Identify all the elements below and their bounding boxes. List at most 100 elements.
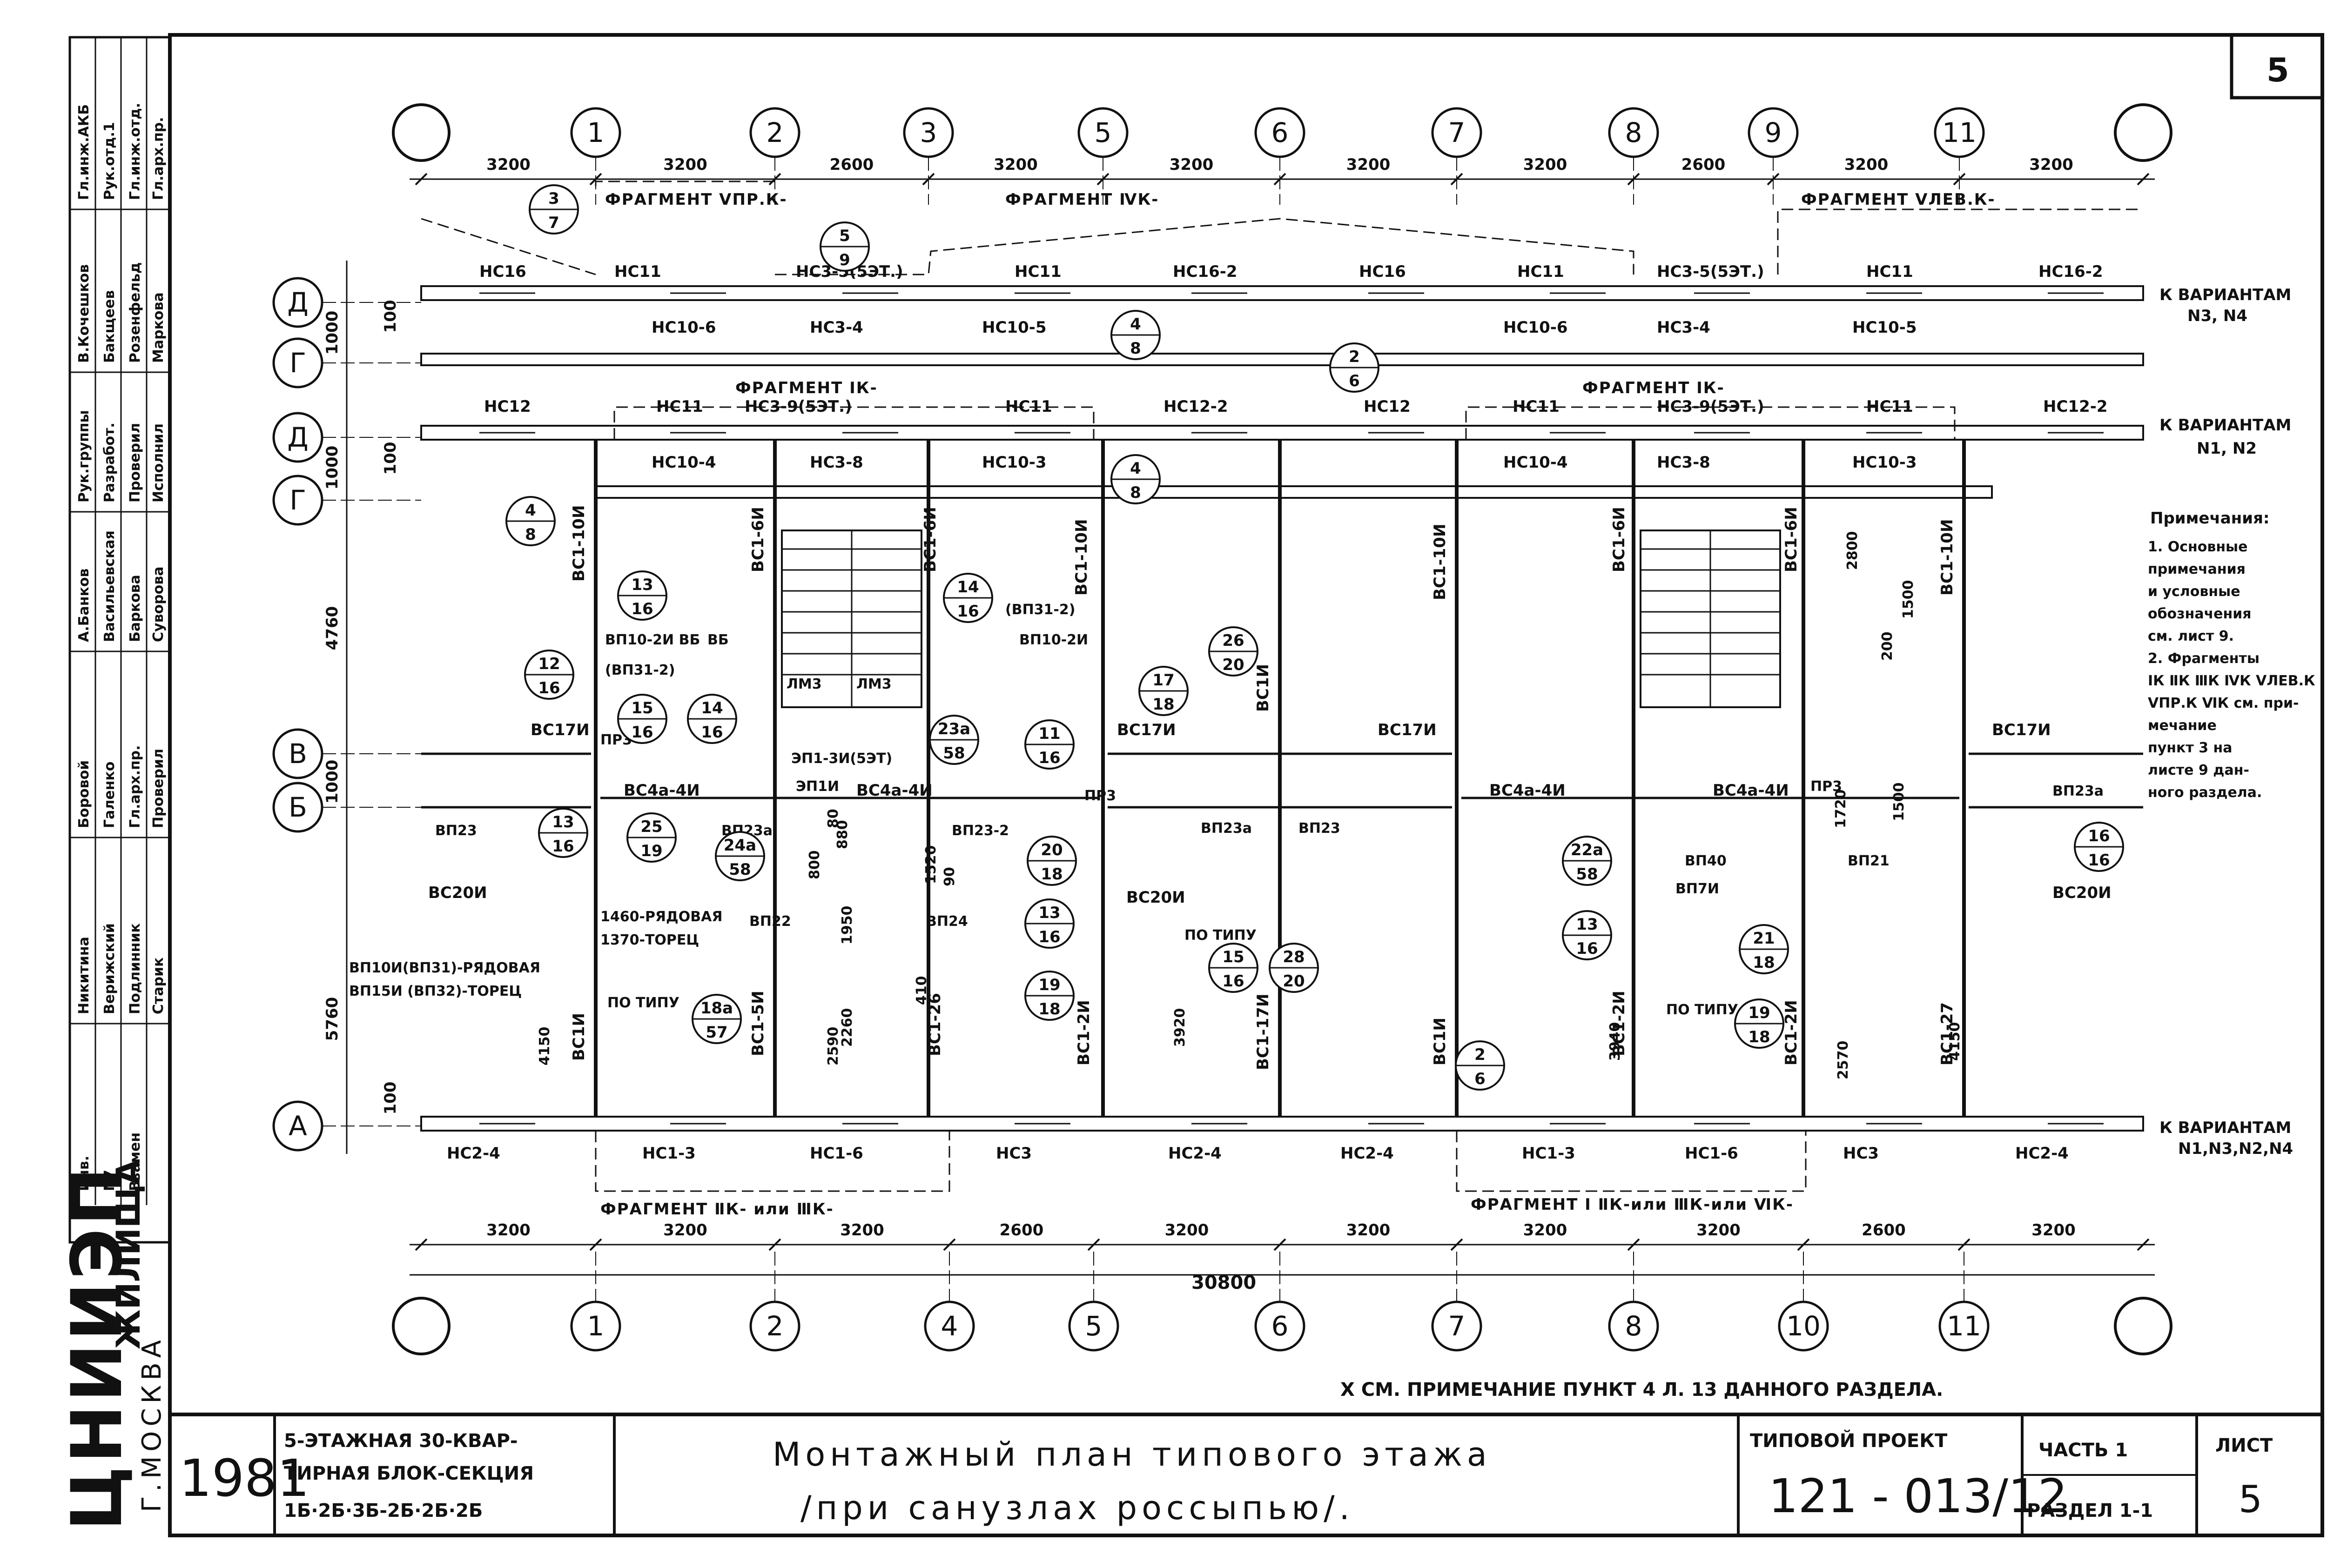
axis-label-bottom: 1 xyxy=(587,1310,605,1342)
slab-label: (ВП31-2) xyxy=(1005,602,1075,618)
callout-bottom: 16 xyxy=(1038,928,1060,946)
variant-3b: N1,N3,N2,N4 xyxy=(2178,1139,2293,1158)
inline-note: 1370-ТОРЕЦ xyxy=(600,932,699,948)
side-stamp-entry: Инв. xyxy=(76,1156,92,1191)
tb-sheet-label: ЛИСТ xyxy=(2215,1435,2273,1456)
org-name: ЦНИИЭП xyxy=(57,1165,138,1531)
panel-label-second: НС3-4 xyxy=(810,318,863,337)
callout-top: 13 xyxy=(552,813,574,831)
inner-dim: 90 xyxy=(942,867,958,886)
inline-note: ПО ТИПУ xyxy=(607,995,679,1011)
panel-label-mid: НС11 xyxy=(1513,397,1560,416)
callout-bottom: 9 xyxy=(839,251,850,269)
callout-bottom: 8 xyxy=(1130,483,1141,502)
side-stamp-entry: Старик xyxy=(150,957,167,1014)
wall-label: ВС1И xyxy=(1254,664,1272,712)
callout-bottom: 16 xyxy=(552,837,574,856)
callout-top: 20 xyxy=(1041,841,1063,859)
panel-label-top: НС11 xyxy=(1015,262,1062,281)
tb-sheet-value: 5 xyxy=(2239,1478,2262,1521)
dim-tick-bottom xyxy=(1797,1238,1810,1251)
panel-label-mid: НС3-9(5ЭТ.) xyxy=(1657,397,1764,416)
axis-label-top: 5 xyxy=(1095,117,1112,148)
notes-line: листе 9 дан- xyxy=(2148,762,2249,778)
callout-bubble: 48 xyxy=(1110,310,1161,360)
dim-bottom-value: 3200 xyxy=(2031,1221,2076,1240)
slab-label: ВБ xyxy=(707,632,729,648)
tb-title: Монтажный план типового этажа xyxy=(773,1435,1492,1474)
dim-tick-bottom xyxy=(1627,1238,1640,1251)
panel-label-mid: НС12 xyxy=(1364,397,1411,416)
notes-line: 2. Фрагменты xyxy=(2148,650,2260,667)
wall-panel xyxy=(595,485,1993,499)
inline-note: ВП15И (ВП32)-ТОРЕЦ xyxy=(349,983,522,999)
fragment-outline xyxy=(421,218,596,275)
axis-label-row: В xyxy=(289,738,307,770)
inner-dim: 2800 xyxy=(1844,531,1861,570)
callout-bottom: 18 xyxy=(1748,1028,1770,1046)
callout-top: 14 xyxy=(701,699,723,717)
inner-dim: 2570 xyxy=(1835,1041,1851,1080)
side-stamp-entry: Разработ. xyxy=(101,422,118,503)
callout-top: 12 xyxy=(538,655,560,673)
axis-label-top: 9 xyxy=(1765,117,1782,148)
dim-tick-top xyxy=(1627,173,1640,186)
slab-label: ВП23 xyxy=(435,823,477,839)
org-sub: ЖИЛИЩА xyxy=(109,1159,148,1349)
slab-label: ВП22 xyxy=(749,913,791,930)
corner-axis-bl xyxy=(392,1297,451,1355)
notes-line: пункт 3 на xyxy=(2148,740,2233,756)
inner-dim: 4150 xyxy=(537,1027,553,1066)
side-stamp-entry: Гл.арх.пр. xyxy=(150,117,167,200)
axis-label-top: 8 xyxy=(1625,117,1642,148)
side-stamp-entry: Суворова xyxy=(150,567,167,642)
callout-top: 13 xyxy=(1038,904,1060,922)
side-stamp-entry: Проверил xyxy=(127,423,143,503)
callout-top: 4 xyxy=(525,501,536,520)
callout-bottom: 6 xyxy=(1474,1070,1486,1088)
panel-label-second: НС10-6 xyxy=(1503,318,1568,337)
side-stamp-entry: Маркова xyxy=(150,292,167,363)
callout-bottom: 18 xyxy=(1152,695,1174,714)
callout-bottom: 57 xyxy=(706,1023,727,1042)
axis-label-top: 11 xyxy=(1942,117,1977,148)
dim-tick-top xyxy=(922,173,935,186)
panel-label-mid: НС12-2 xyxy=(1164,397,1228,416)
slab-label: ЭП1-3И(5ЭТ) xyxy=(791,750,892,767)
fragment-outline xyxy=(1777,208,2143,275)
sheet-border xyxy=(168,33,2324,1537)
side-stamp-entry: В.Кочешков xyxy=(76,264,92,363)
axis-label-bottom: 10 xyxy=(1786,1310,1821,1342)
callout-top: 4 xyxy=(1130,315,1141,334)
slab-label: ВП10-2И xyxy=(1019,632,1088,648)
panel-label-third: НС10-4 xyxy=(1503,453,1568,472)
callout-top: 15 xyxy=(1222,948,1244,966)
callout-bubble: 59 xyxy=(820,221,870,272)
side-stamp-entry: Верижский xyxy=(101,923,118,1014)
wall-label: ВС1-6И xyxy=(1610,507,1628,572)
callout-top: 3 xyxy=(548,189,559,208)
inner-dim: 410 xyxy=(914,976,930,1005)
slab-label: ВП24 xyxy=(926,913,968,930)
callout-bottom: 16 xyxy=(1038,749,1060,767)
partition-label: ВС20И xyxy=(2052,884,2112,902)
dim-tick-bottom xyxy=(2137,1238,2150,1251)
panel-label-second: НС10-5 xyxy=(1852,318,1917,337)
axis-label-top: 1 xyxy=(587,117,605,148)
axis-label-bottom: 11 xyxy=(1947,1310,1981,1342)
panel-label-third: НС10-3 xyxy=(1852,453,1917,472)
panel-label-second: НС10-5 xyxy=(982,318,1047,337)
inner-dim: 3920 xyxy=(1172,1008,1188,1047)
partition-label: ВС17И xyxy=(1992,721,2051,739)
variant-1a: К ВАРИАНТАМ xyxy=(2159,286,2291,304)
callout-bottom: 16 xyxy=(631,723,653,742)
callout-bottom: 18 xyxy=(1041,865,1063,884)
